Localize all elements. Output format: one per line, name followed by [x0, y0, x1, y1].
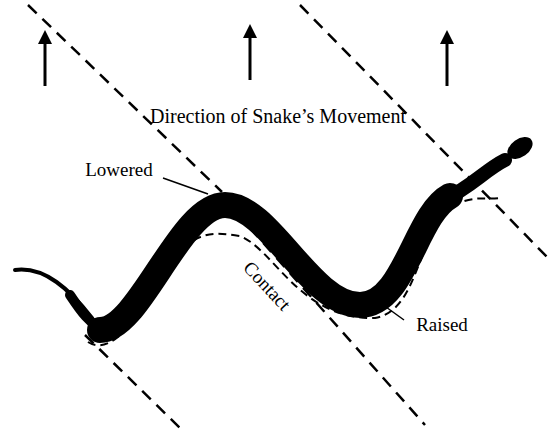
contact-lines [28, 5, 552, 428]
direction-label: Direction of Snake’s Movement [148, 105, 408, 127]
snake-body [15, 133, 537, 330]
direction-arrows [38, 24, 454, 86]
leader-lines [163, 178, 404, 320]
raised-label: Raised [414, 315, 470, 336]
lowered-label: Lowered [83, 160, 155, 181]
